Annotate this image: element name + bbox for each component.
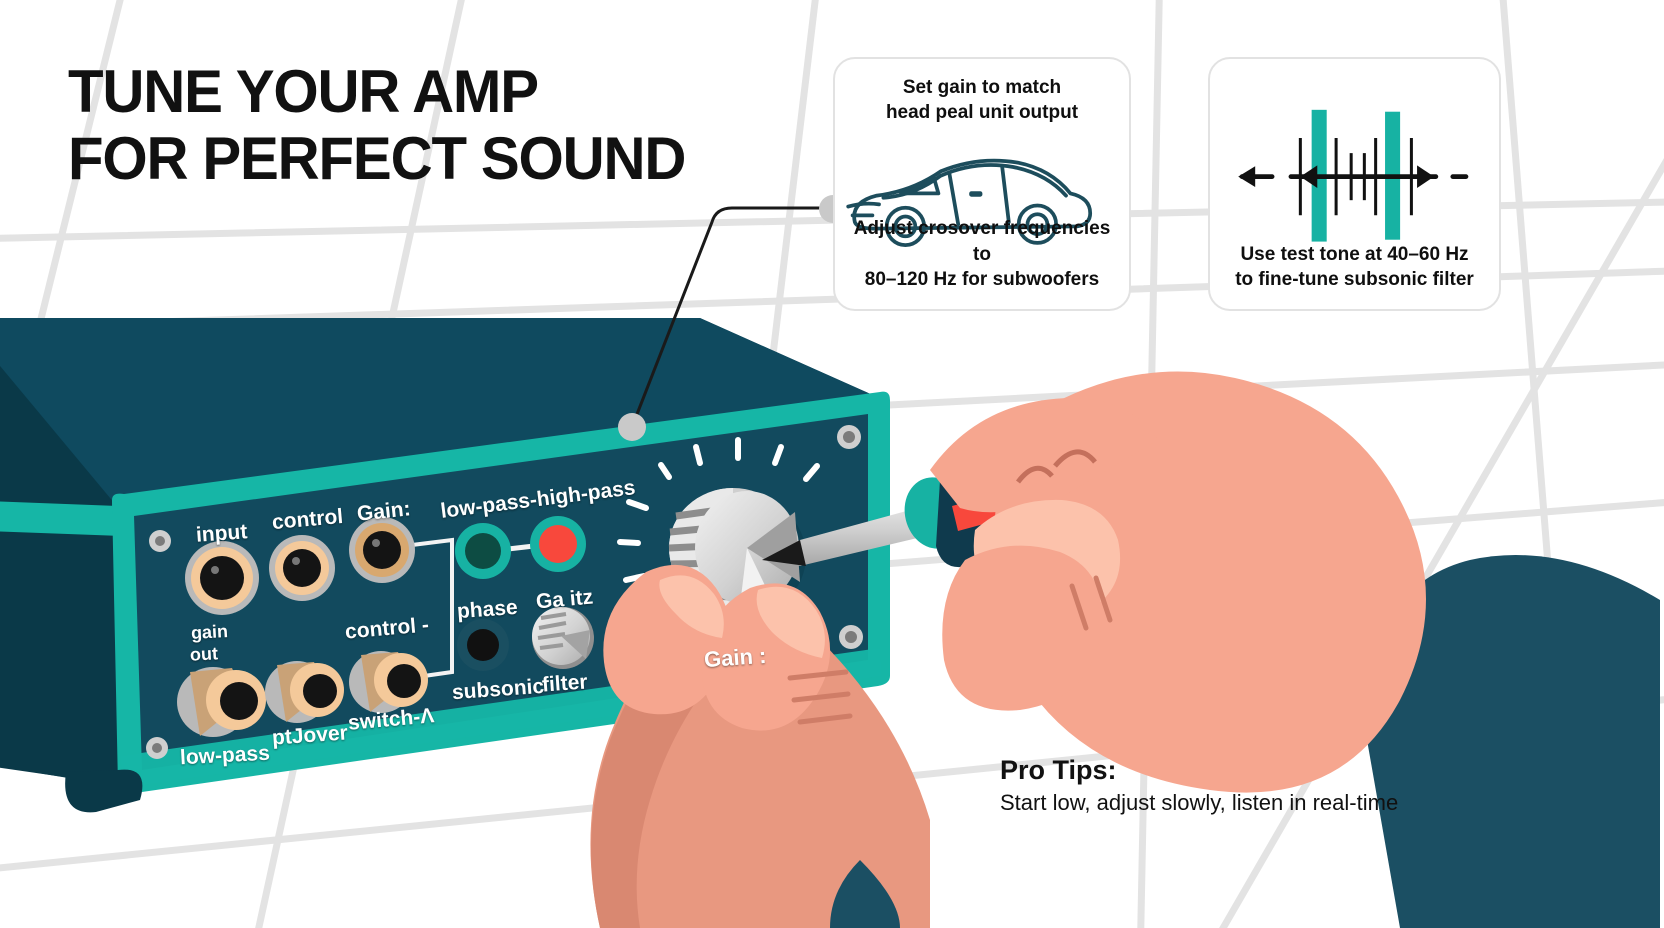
pro-tips-block: Pro Tips: Start low, adjust slowly, list… [1000, 755, 1398, 816]
card-1-top-text: Set gain to match head peal unit output [885, 77, 1079, 123]
jack-input[interactable] [185, 541, 259, 615]
jack-crossover[interactable] [265, 661, 344, 723]
jack-lowpass[interactable] [177, 667, 266, 737]
callout-card-subsonic[interactable]: Use test tone at 40–60 Hz to fine-tune s… [1208, 57, 1501, 311]
frequency-slider-icon [1238, 109, 1469, 242]
jack-control[interactable] [269, 535, 335, 601]
pro-tips-subtitle: Start low, adjust slowly, listen in real… [1000, 790, 1399, 816]
button-high-pass[interactable] [530, 516, 586, 572]
knob-filter[interactable] [532, 607, 594, 669]
right-hand [930, 371, 1660, 928]
pro-tips-title: Pro Tips: [1000, 755, 1117, 785]
card-2-bottom-text: Use test tone at 40–60 Hz to fine-tune s… [1235, 243, 1474, 291]
button-low-pass[interactable] [455, 523, 511, 579]
jack-switch[interactable] [349, 651, 428, 713]
screw-top-right [837, 425, 861, 449]
jack-gain[interactable] [349, 517, 415, 583]
left-hand [590, 564, 930, 928]
card-1-bottom-text: Adjust crosover frequencies to 80–120 Hz… [853, 218, 1111, 291]
port-subsonic[interactable] [457, 619, 509, 671]
connector-dot-amp [618, 413, 646, 441]
car-side-outline-icon [846, 158, 1093, 247]
screw-top-left [149, 530, 171, 552]
knob-gain-ticks [617, 437, 820, 583]
screw-bot-right [839, 625, 863, 649]
callout-card-gain-crossover[interactable]: Set gain to match head peal unit output … [833, 57, 1131, 311]
page-title: TUNE YOUR AMP FOR PERFECT SOUND [68, 58, 686, 193]
screw-bot-left [146, 737, 168, 759]
